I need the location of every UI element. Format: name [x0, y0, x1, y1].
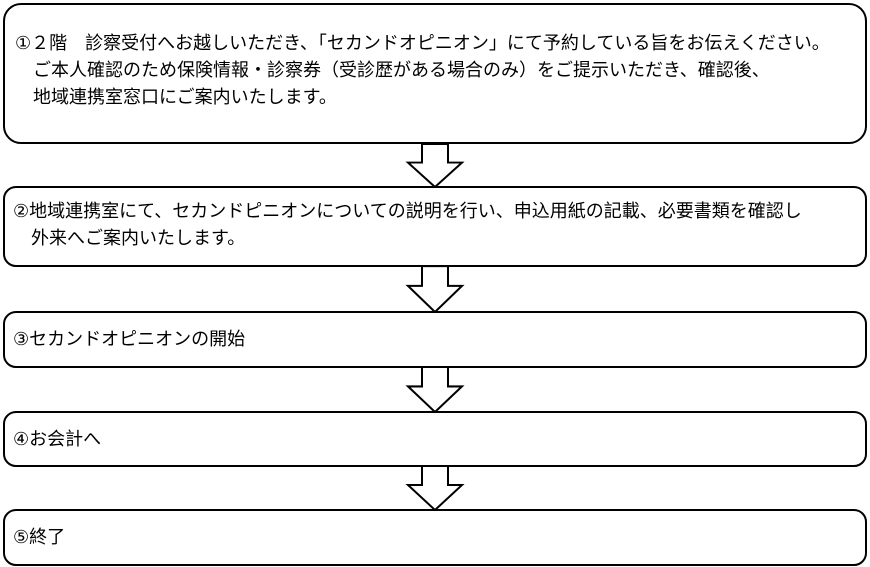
flowchart-step-5: ⑤終了	[3, 509, 867, 566]
step-1-line-2: ご本人確認のため保険情報・診察券（受診歴がある場合のみ）をご提示いただき、確認後…	[33, 60, 770, 80]
down-arrow-icon	[405, 465, 465, 511]
down-arrow-icon	[405, 366, 465, 413]
step-2-line-1: ②地域連携室にて、セカンドピニオンについての説明を行い、申込用紙の記載、必要書類…	[13, 201, 802, 221]
flowchart-step-4: ④お会計へ	[3, 411, 867, 467]
down-arrow-icon	[405, 143, 465, 188]
down-arrow-icon	[405, 265, 465, 313]
step-1-line-3: 地域連携室窓口にご案内いたします。	[33, 87, 337, 107]
step-1-line-1: ①２階 診察受付へお越しいただき、「セカンドオピニオン」にて予約している旨をお伝…	[15, 33, 830, 53]
flowchart-step-3: ③セカンドオピニオンの開始	[3, 311, 867, 368]
step-4-line-1: ④お会計へ	[13, 428, 102, 449]
step-2-line-2: 外来へご案内いたします。	[31, 228, 246, 248]
flowchart-step-2: ②地域連携室にて、セカンドピニオンについての説明を行い、申込用紙の記載、必要書類…	[3, 186, 867, 267]
step-3-line-1: ③セカンドオピニオンの開始	[13, 329, 246, 349]
flowchart-step-1: ①２階 診察受付へお越しいただき、「セカンドオピニオン」にて予約している旨をお伝…	[3, 3, 867, 144]
step-5-line-1: ⑤終了	[13, 527, 66, 547]
